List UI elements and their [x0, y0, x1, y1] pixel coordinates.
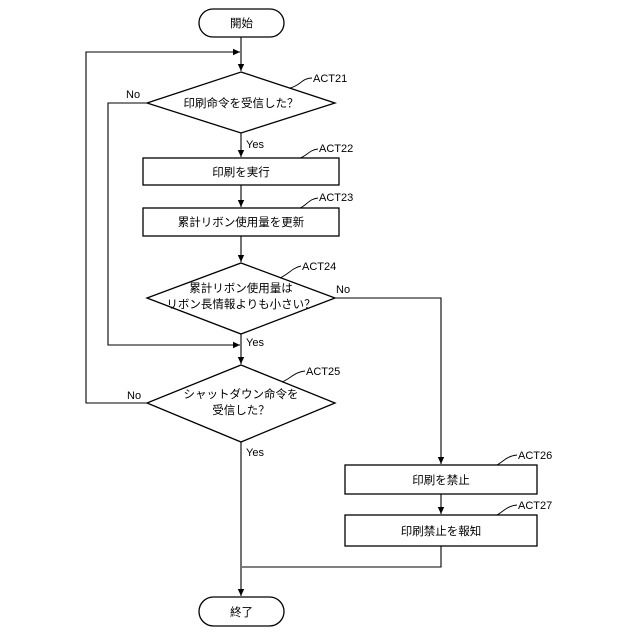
act26-label: ACT26	[518, 450, 552, 462]
act25-text-line1: シャットダウン命令を	[184, 387, 299, 401]
act23-leader	[300, 198, 318, 208]
act25-leader	[282, 371, 305, 382]
act25-label: ACT25	[306, 366, 340, 378]
act26-process: 印刷を禁止	[345, 465, 537, 494]
act21-no-label: No	[126, 89, 140, 101]
act22-process: 印刷を実行	[143, 158, 339, 185]
act24-text-line2: リボン長情報よりも小さい？	[166, 297, 315, 311]
act27-label: ACT27	[518, 500, 552, 512]
act27-text: 印刷禁止を報知	[401, 524, 482, 538]
act21-yes-label: Yes	[246, 139, 264, 151]
act24-yes-label: Yes	[246, 337, 264, 349]
act25-text-line2: 受信した？	[212, 403, 270, 417]
end-text: 終了	[230, 605, 253, 619]
edge-act27-end	[242, 546, 441, 567]
act27-leader	[497, 505, 517, 515]
act24-no-label: No	[336, 284, 350, 296]
act23-text: 累計リボン使用量を更新	[178, 215, 305, 229]
act25-yes-label: Yes	[246, 447, 264, 459]
act26-leader	[497, 455, 517, 465]
act24-decision: 累計リボン使用量は リボン長情報よりも小さい？	[147, 263, 335, 334]
act27-process: 印刷禁止を報知	[345, 515, 537, 546]
act23-process: 累計リボン使用量を更新	[143, 208, 339, 236]
act21-leader	[290, 78, 312, 88]
act24-leader	[280, 266, 301, 278]
act26-text: 印刷を禁止	[412, 473, 470, 487]
end-terminal: 終了	[199, 597, 284, 626]
act22-text: 印刷を実行	[212, 165, 270, 179]
act22-leader	[300, 149, 318, 158]
act24-label: ACT24	[302, 261, 336, 273]
edge-act24-no	[335, 298, 441, 464]
act25-no-label: No	[127, 390, 141, 402]
act21-decision: 印刷命令を受信した？	[147, 72, 335, 133]
act24-text-line1: 累計リボン使用量は	[189, 281, 293, 295]
act22-label: ACT22	[319, 143, 353, 155]
start-text: 開始	[230, 16, 253, 30]
act21-text: 印刷命令を受信した？	[184, 96, 299, 110]
act21-label: ACT21	[313, 73, 347, 85]
act23-label: ACT23	[319, 192, 353, 204]
start-terminal: 開始	[199, 9, 284, 37]
